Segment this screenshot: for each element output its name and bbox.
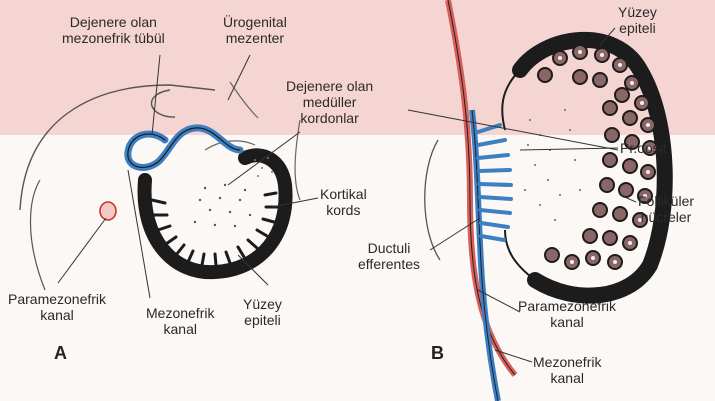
label-cortical-cords: Kortikal kords: [320, 186, 367, 218]
label-line: epiteli: [618, 20, 657, 36]
label-line: Mezonefrik: [146, 305, 214, 321]
label-line: Folliküler: [638, 193, 694, 209]
label-line: kanal: [533, 370, 601, 386]
label-line: kordonlar: [286, 110, 373, 126]
label-urogenital-mesentery: Ürogenital mezenter: [223, 14, 287, 46]
label-line: Ductuli: [358, 240, 420, 256]
label-mesonephric-duct-b: Mezonefrik kanal: [533, 354, 601, 386]
label-line: Dejenere olan: [286, 78, 373, 94]
label-paramesonephric-duct-a: Paramezonefrik kanal: [8, 291, 106, 323]
label-line: kanal: [8, 307, 106, 323]
label-line: Kortikal: [320, 186, 367, 202]
label-ductuli-efferentes: Ductuli efferentes: [358, 240, 420, 272]
label-line: kanal: [518, 314, 616, 330]
medullary-cords-a: [194, 184, 251, 227]
label-line: Mezonefrik: [533, 354, 601, 370]
panel-letter-a: A: [54, 343, 67, 364]
label-mesonephric-duct-a: Mezonefrik kanal: [146, 305, 214, 337]
label-paramesonephric-duct-b: Paramezonefrik kanal: [518, 298, 616, 330]
label-follicular-cells: Folliküler hücreler: [638, 193, 694, 225]
label-surface-epithelium-b: Yüzey epiteli: [618, 4, 657, 36]
label-degenerating-mesonephric-tubule: Dejenere olan mezonefrik tübül: [62, 14, 165, 46]
label-line: Paramezonefrik: [518, 298, 616, 314]
label-line: Yüzey: [243, 296, 282, 312]
label-line: Dejenere olan: [62, 14, 165, 30]
label-degenerating-medullary-cords: Dejenere olan medüller kordonlar: [286, 78, 373, 126]
label-line: kanal: [146, 321, 214, 337]
label-line: Paramezonefrik: [8, 291, 106, 307]
label-line: mezenter: [223, 30, 287, 46]
label-line: Ürogenital: [223, 14, 287, 30]
label-line: mezonefrik tübül: [62, 30, 165, 46]
panel-letter-b: B: [431, 343, 444, 364]
label-line: hücreler: [638, 209, 694, 225]
label-line: epiteli: [243, 312, 282, 328]
label-primordial-oocyte: Pr.oosit: [620, 140, 667, 156]
label-line: kords: [320, 202, 367, 218]
ductuli-efferentes: [478, 125, 511, 240]
label-surface-epithelium-a: Yüzey epiteli: [243, 296, 282, 328]
label-line: Yüzey: [618, 4, 657, 20]
label-line: Pr.oosit: [620, 140, 667, 156]
label-line: medüller: [286, 94, 373, 110]
label-line: efferentes: [358, 256, 420, 272]
